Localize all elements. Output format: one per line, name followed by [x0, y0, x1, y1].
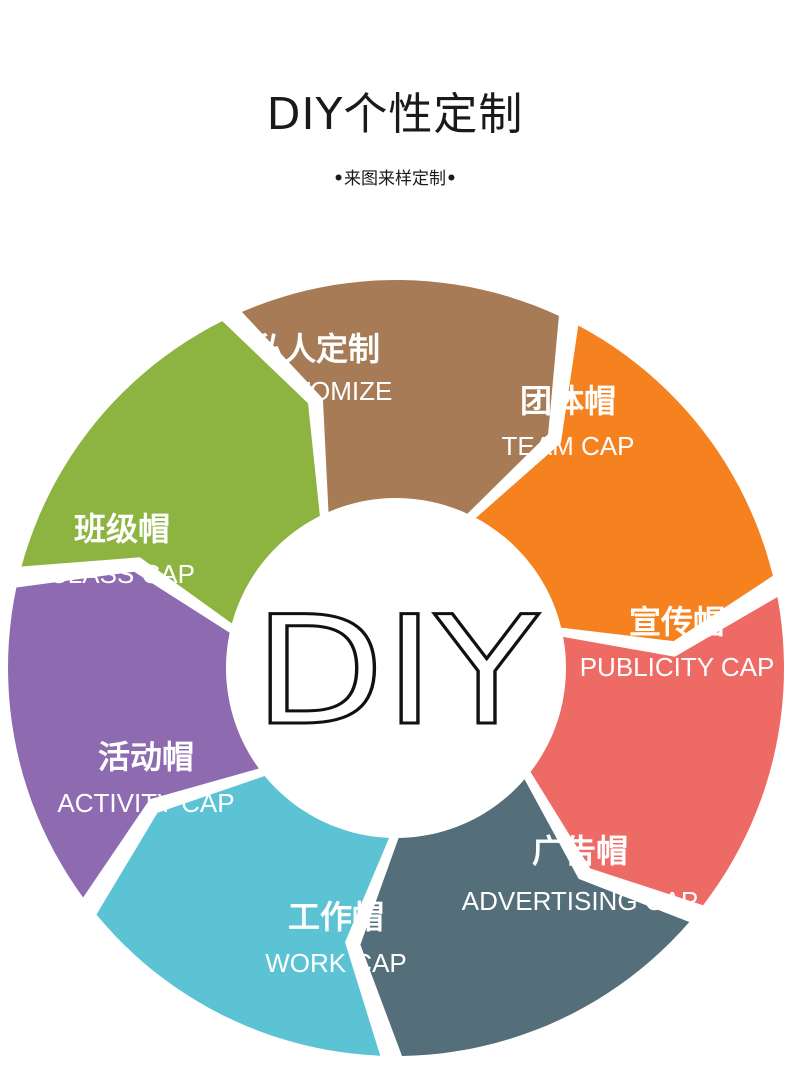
- center-disc: [228, 500, 564, 836]
- segment-advertising: [360, 779, 690, 1056]
- segment-team-title: 团体帽: [520, 382, 616, 420]
- segment-advertising-title: 广告帽: [532, 832, 628, 870]
- segment-publicity-title: 宣传帽: [629, 603, 725, 641]
- bullet-dot-right: •: [446, 169, 457, 189]
- bullet-dot-left: •: [333, 169, 344, 189]
- page-subtitle: •来图来样定制•: [0, 164, 790, 189]
- segment-class: [21, 321, 320, 624]
- segment-activity-title: 活动帽: [98, 738, 194, 776]
- segment-team: [475, 325, 773, 642]
- segment-activity-subtitle: ACTIVITY CAP: [57, 788, 234, 818]
- page-subtitle-text: 来图来样定制: [344, 169, 446, 189]
- segment-customize-title: 私人定制: [252, 330, 380, 368]
- segment-work-title: 工作帽: [288, 898, 384, 936]
- segment-work-subtitle: WORK CAP: [265, 948, 407, 978]
- segment-work: [96, 776, 390, 1056]
- segment-class-title: 班级帽: [74, 510, 170, 548]
- segment-team-subtitle: TEAM CAP: [502, 431, 635, 461]
- segment-customize: [241, 280, 559, 514]
- page-title: DIY个性定制: [266, 89, 524, 140]
- segment-publicity: [530, 597, 784, 906]
- segment-class-subtitle: CLASS CAP: [49, 559, 195, 589]
- center-label: DIY: [254, 585, 539, 759]
- segment-advertising-subtitle: ADVERTISING CAP: [462, 886, 698, 916]
- segment-activity: [8, 571, 259, 898]
- segment-publicity-subtitle: PUBLICITY CAP: [580, 652, 775, 682]
